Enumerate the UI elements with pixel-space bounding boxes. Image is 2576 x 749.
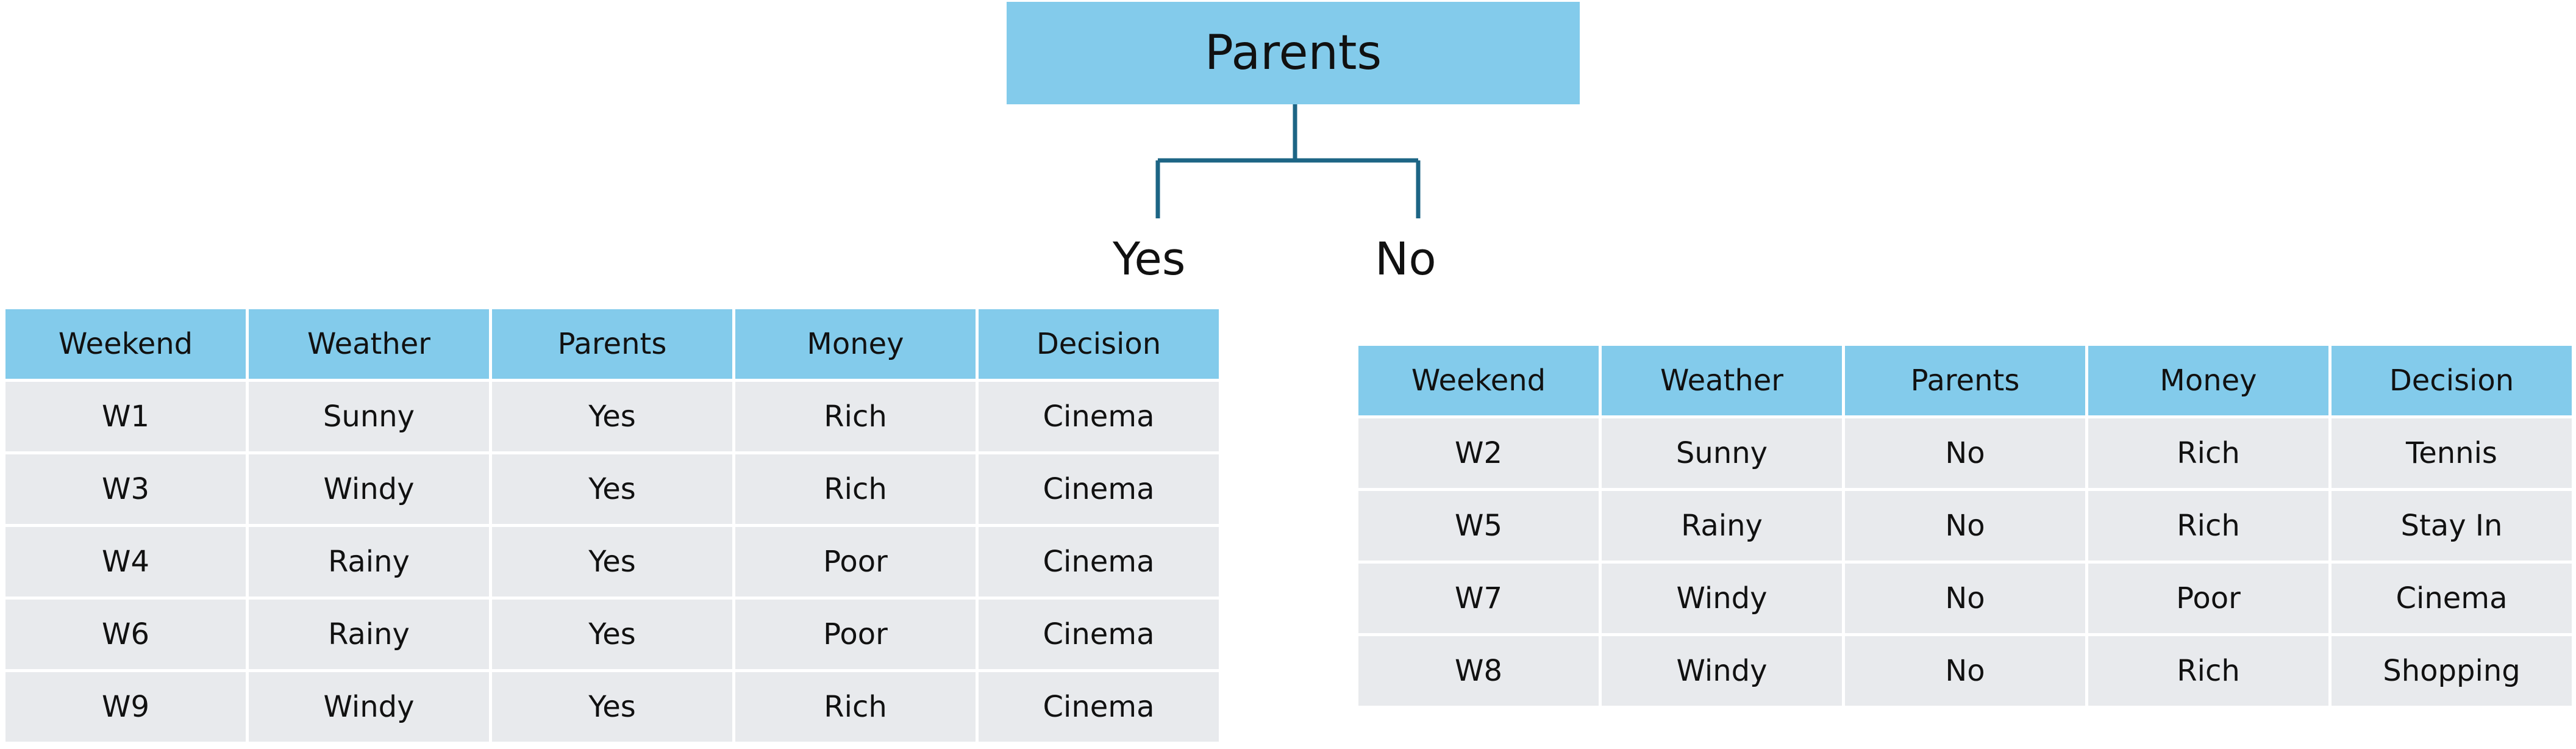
branch-label-yes: Yes <box>1113 233 1186 285</box>
cell-weekend: W6 <box>5 600 246 669</box>
branch-label-no: No <box>1375 233 1436 285</box>
cell-weekend: W1 <box>5 382 246 451</box>
column-header-decision: Decision <box>979 309 1219 379</box>
cell-money: Rich <box>735 454 976 524</box>
cell-decision: Tennis <box>2332 418 2572 488</box>
cell-decision: Cinema <box>979 672 1219 742</box>
cell-money: Rich <box>2088 491 2328 561</box>
cell-decision: Cinema <box>2332 564 2572 633</box>
cell-weekend: W8 <box>1358 636 1599 706</box>
table-header-row: Weekend Weather Parents Money Decision <box>1358 346 2572 415</box>
cell-weather: Windy <box>1602 564 1842 633</box>
cell-weekend: W5 <box>1358 491 1599 561</box>
cell-weather: Windy <box>1602 636 1842 706</box>
yes-branch-table: Weekend Weather Parents Money Decision W… <box>2 306 1222 745</box>
cell-weather: Sunny <box>1602 418 1842 488</box>
connector-line <box>1155 104 1421 218</box>
table-row: W5 Rainy No Rich Stay In <box>1358 491 2572 561</box>
table-header-row: Weekend Weather Parents Money Decision <box>5 309 1219 379</box>
table-row: W2 Sunny No Rich Tennis <box>1358 418 2572 488</box>
cell-money: Poor <box>735 600 976 669</box>
cell-decision: Cinema <box>979 600 1219 669</box>
cell-money: Rich <box>2088 636 2328 706</box>
cell-decision: Cinema <box>979 527 1219 597</box>
column-header-decision: Decision <box>2332 346 2572 415</box>
cell-decision: Stay In <box>2332 491 2572 561</box>
no-branch-table: Weekend Weather Parents Money Decision W… <box>1355 343 2575 709</box>
cell-weather: Rainy <box>249 527 489 597</box>
cell-weekend: W2 <box>1358 418 1599 488</box>
column-header-money: Money <box>2088 346 2328 415</box>
cell-money: Poor <box>2088 564 2328 633</box>
cell-weather: Sunny <box>249 382 489 451</box>
table-row: W7 Windy No Poor Cinema <box>1358 564 2572 633</box>
cell-weather: Windy <box>249 454 489 524</box>
cell-parents: Yes <box>492 382 732 451</box>
table-row: W6 Rainy Yes Poor Cinema <box>5 600 1219 669</box>
cell-weekend: W4 <box>5 527 246 597</box>
column-header-weekend: Weekend <box>1358 346 1599 415</box>
cell-parents: Yes <box>492 672 732 742</box>
cell-money: Poor <box>735 527 976 597</box>
column-header-money: Money <box>735 309 976 379</box>
cell-weather: Rainy <box>249 600 489 669</box>
root-node: Parents <box>1007 2 1580 104</box>
column-header-weather: Weather <box>1602 346 1842 415</box>
cell-weekend: W3 <box>5 454 246 524</box>
cell-weather: Rainy <box>1602 491 1842 561</box>
cell-parents: Yes <box>492 454 732 524</box>
cell-weekend: W9 <box>5 672 246 742</box>
cell-decision: Cinema <box>979 454 1219 524</box>
cell-parents: Yes <box>492 527 732 597</box>
table-row: W8 Windy No Rich Shopping <box>1358 636 2572 706</box>
cell-parents: No <box>1845 564 2085 633</box>
column-header-parents: Parents <box>1845 346 2085 415</box>
cell-weekend: W7 <box>1358 564 1599 633</box>
column-header-weather: Weather <box>249 309 489 379</box>
column-header-weekend: Weekend <box>5 309 246 379</box>
cell-parents: No <box>1845 491 2085 561</box>
cell-parents: No <box>1845 636 2085 706</box>
cell-parents: No <box>1845 418 2085 488</box>
cell-decision: Cinema <box>979 382 1219 451</box>
cell-money: Rich <box>735 672 976 742</box>
table-row: W9 Windy Yes Rich Cinema <box>5 672 1219 742</box>
table-row: W1 Sunny Yes Rich Cinema <box>5 382 1219 451</box>
cell-decision: Shopping <box>2332 636 2572 706</box>
cell-parents: Yes <box>492 600 732 669</box>
root-node-label: Parents <box>1204 26 1382 81</box>
column-header-parents: Parents <box>492 309 732 379</box>
cell-money: Rich <box>2088 418 2328 488</box>
cell-money: Rich <box>735 382 976 451</box>
table-row: W4 Rainy Yes Poor Cinema <box>5 527 1219 597</box>
cell-weather: Windy <box>249 672 489 742</box>
table-row: W3 Windy Yes Rich Cinema <box>5 454 1219 524</box>
